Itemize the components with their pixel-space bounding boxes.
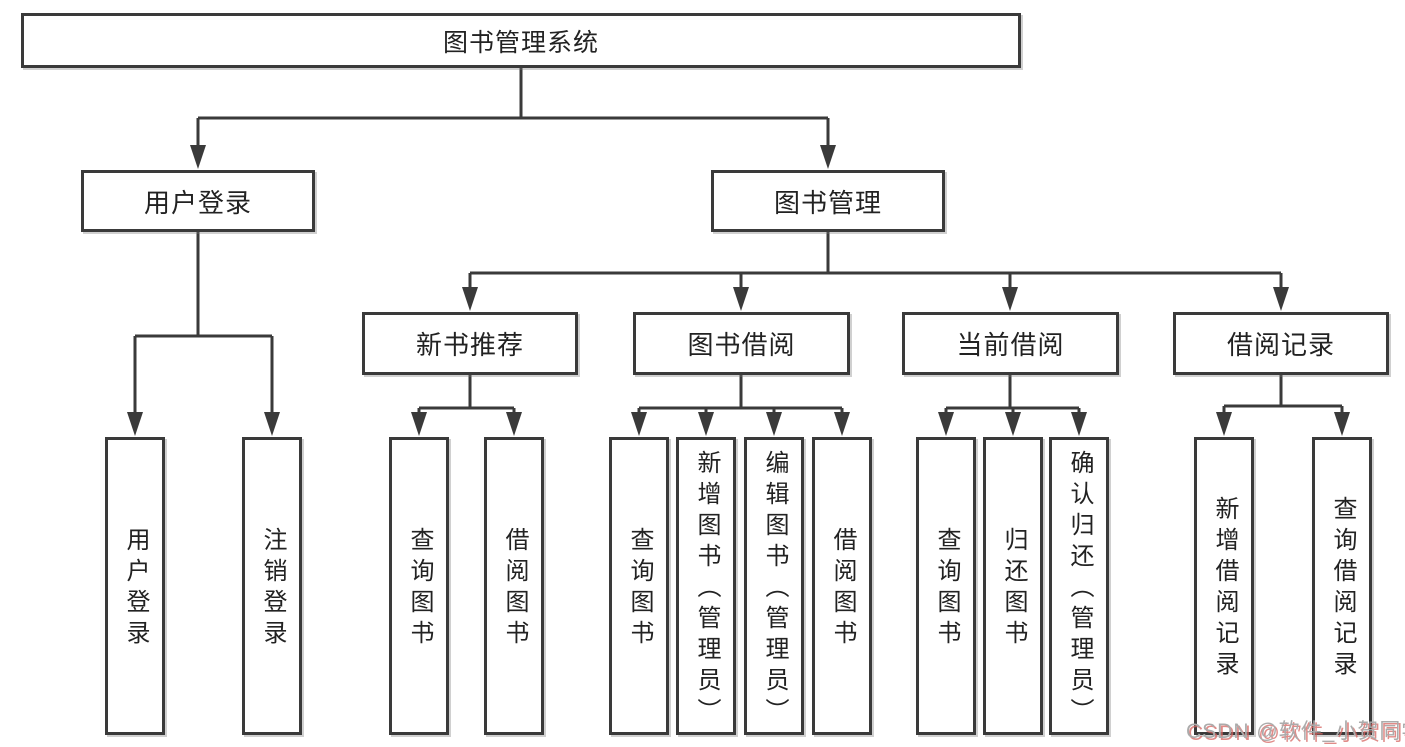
node-borrow-records: 借阅记录 [1173,312,1389,375]
node-current-borrow: 当前借阅 [902,312,1119,375]
leaf-cb-query-books: 查询图书 [916,437,976,735]
leaf-bb-borrow-books: 借阅图书 [812,437,872,735]
leaf-nb-borrow-books: 借阅图书 [484,437,544,735]
node-new-book-recommend: 新书推荐 [362,312,578,375]
leaf-br-query-record: 查询借阅记录 [1312,437,1372,735]
leaf-bb-query-books: 查询图书 [609,437,669,735]
leaf-bb-edit-books-admin: 编辑图书（管理员） [744,437,804,735]
node-book-management: 图书管理 [711,170,945,232]
node-root-system: 图书管理系统 [21,13,1021,68]
arrowheads [127,145,1350,436]
leaf-bb-add-books-admin: 新增图书（管理员） [676,437,736,735]
csdn-watermark: CSDN @软件_小贺同学 [1186,720,1405,743]
leaf-nb-query-books: 查询图书 [389,437,449,735]
node-user-login: 用户登录 [81,170,315,232]
leaf-cb-confirm-return-admin: 确认归还（管理员） [1049,437,1109,735]
leaf-br-add-record: 新增借阅记录 [1194,437,1254,735]
leaf-logout: 注销登录 [242,437,302,735]
leaf-cb-return-books: 归还图书 [983,437,1043,735]
node-book-borrow: 图书借阅 [633,312,850,375]
leaf-user-login: 用户登录 [105,437,165,735]
